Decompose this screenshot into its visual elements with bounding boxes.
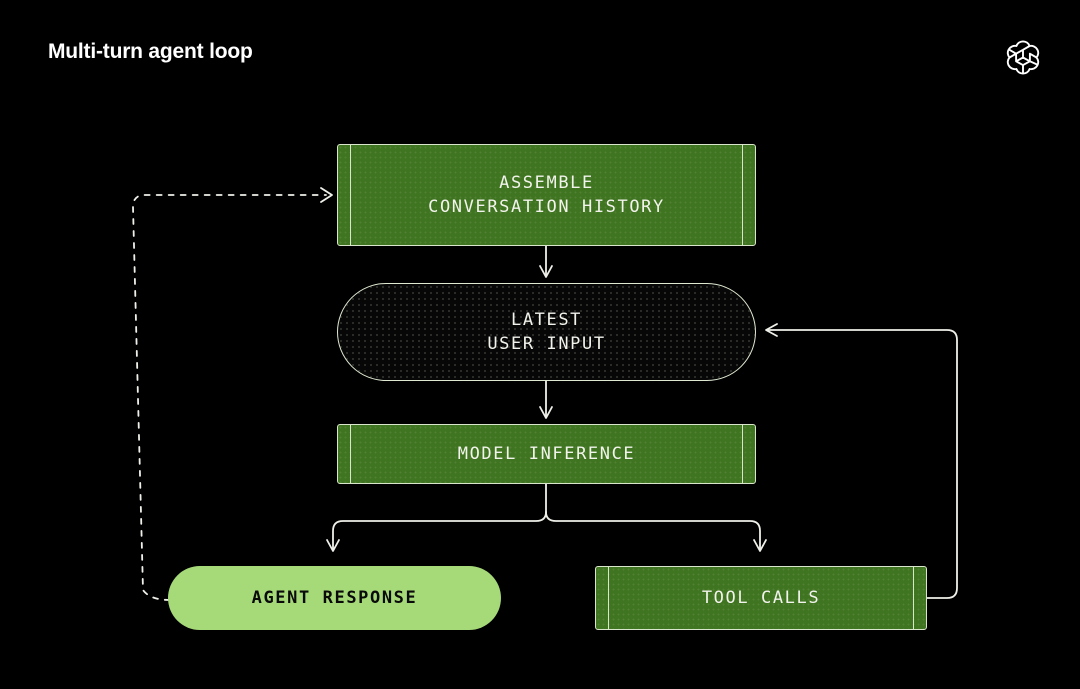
node-model-inference[interactable]: MODEL INFERENCE: [337, 424, 756, 484]
arrowhead-assemble-to-latest: [539, 265, 553, 278]
edge-inference-to-agent-response: [332, 511, 547, 550]
edge-agent-response-to-assemble: [132, 194, 327, 601]
node-latest-user-input[interactable]: LATEST USER INPUT: [337, 283, 756, 381]
arrowhead-inference-to-tool-calls: [753, 539, 767, 552]
node-tool-calls[interactable]: TOOL CALLS: [595, 566, 927, 630]
page-title: Multi-turn agent loop: [48, 40, 253, 63]
edge-tool-calls-to-latest: [767, 329, 958, 599]
node-assemble-conversation-history[interactable]: ASSEMBLE CONVERSATION HISTORY: [337, 144, 756, 246]
arrowhead-inference-to-agent-response: [326, 539, 340, 552]
openai-logo: [1001, 35, 1045, 79]
node-inference-label: MODEL INFERENCE: [457, 444, 636, 464]
node-agent-response[interactable]: AGENT RESPONSE: [168, 566, 501, 630]
arrowhead-agent-response-to-assemble: [320, 187, 333, 203]
arrowhead-latest-to-inference: [539, 406, 553, 419]
node-tool-calls-label: TOOL CALLS: [701, 588, 821, 608]
arrowhead-tool-calls-to-latest: [765, 323, 778, 337]
node-agent-response-label: AGENT RESPONSE: [251, 588, 418, 608]
node-assemble-label: ASSEMBLE CONVERSATION HISTORY: [428, 173, 665, 217]
node-latest-label: LATEST USER INPUT: [487, 310, 606, 354]
edge-inference-to-tool-calls: [545, 511, 761, 550]
